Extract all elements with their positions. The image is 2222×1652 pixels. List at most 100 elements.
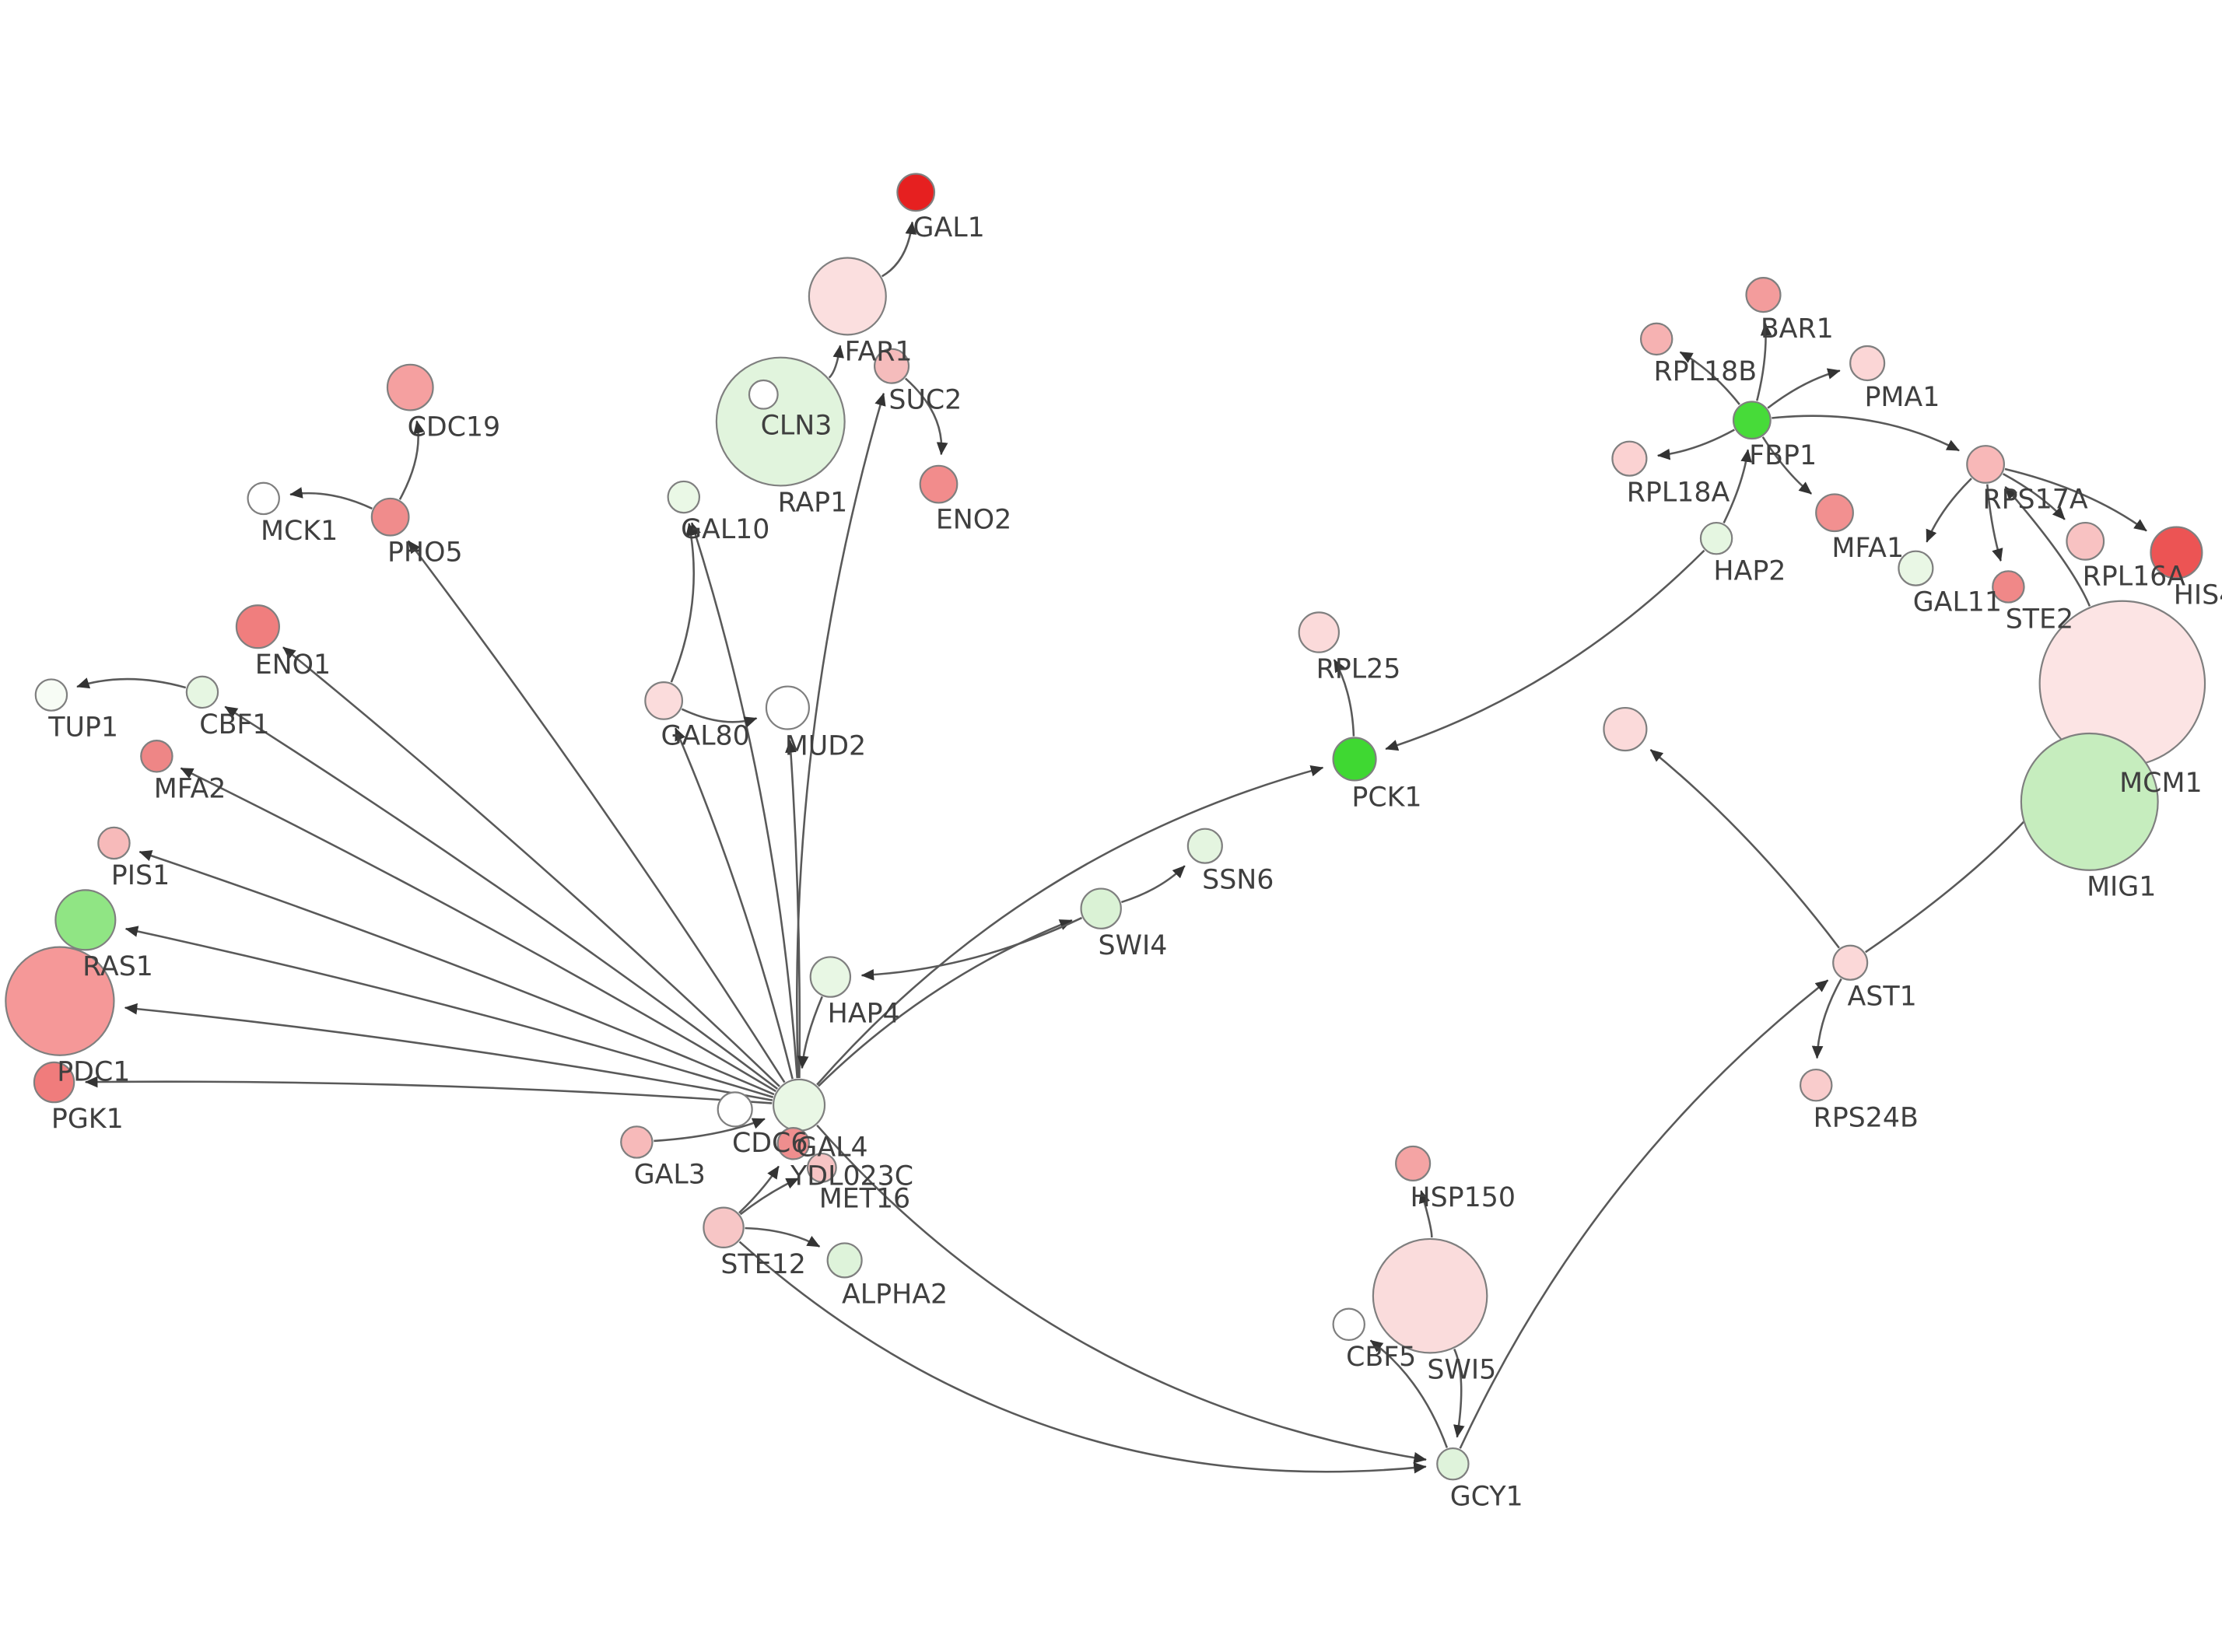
node-ast1[interactable] bbox=[1832, 944, 1869, 981]
node-mfa1[interactable] bbox=[1815, 493, 1854, 533]
edge-swi4-hap4[interactable] bbox=[860, 916, 1083, 981]
edge-gcy1-cbf5[interactable] bbox=[1369, 1339, 1449, 1448]
node-mfa2[interactable] bbox=[140, 740, 173, 773]
node-mck1[interactable] bbox=[247, 481, 280, 516]
edge-ste12-gcy1[interactable] bbox=[738, 1241, 1427, 1474]
edge-gal4-cbf1[interactable] bbox=[224, 705, 779, 1090]
node-rpl25[interactable] bbox=[1298, 611, 1341, 653]
edge-pho5-mck1[interactable] bbox=[289, 487, 373, 510]
node-mud2[interactable] bbox=[765, 685, 810, 730]
node-rpl18a[interactable] bbox=[1611, 440, 1648, 477]
edge-gal4-gcy1[interactable] bbox=[816, 1124, 1427, 1464]
node-gal4[interactable] bbox=[773, 1078, 826, 1132]
node-hsp150[interactable] bbox=[1395, 1145, 1432, 1181]
node-pho5[interactable] bbox=[370, 497, 410, 537]
edge-cbf1-tup1[interactable] bbox=[76, 677, 187, 689]
edge-gal4-pho5[interactable] bbox=[407, 540, 786, 1083]
edge-gal3-gal4[interactable] bbox=[654, 1118, 766, 1143]
node-ydl023c[interactable] bbox=[776, 1127, 810, 1160]
edge-rps17a-gal11[interactable] bbox=[1926, 478, 1972, 543]
edge-swi5-hsp150[interactable] bbox=[1418, 1190, 1433, 1238]
node-pdc1[interactable] bbox=[5, 946, 115, 1056]
node-gal3[interactable] bbox=[620, 1125, 654, 1159]
edge-fbp1-rps17a[interactable] bbox=[1772, 415, 1960, 452]
edge-gal80-mud2[interactable] bbox=[681, 708, 758, 728]
node-ste2[interactable] bbox=[1992, 570, 2025, 604]
edge-fbp1-rpl18a[interactable] bbox=[1656, 429, 1735, 460]
edge-gal4-gal10[interactable] bbox=[689, 522, 798, 1079]
node-ssn6[interactable] bbox=[1186, 828, 1223, 864]
edge-ste12-met16[interactable] bbox=[739, 1177, 800, 1216]
edge-ste12-ydl023c[interactable] bbox=[738, 1165, 780, 1214]
edge-gal80-gal10[interactable] bbox=[670, 523, 697, 683]
node-mig1[interactable] bbox=[2020, 732, 2159, 871]
node-gal10[interactable] bbox=[667, 480, 701, 514]
edge-gal4-swi4[interactable] bbox=[818, 919, 1073, 1087]
edge-rps17a-his4[interactable] bbox=[2004, 467, 2147, 532]
edge-fbp1-bar1[interactable] bbox=[1756, 322, 1772, 401]
edge-rap1-far1[interactable] bbox=[828, 345, 844, 379]
edge-far1-gal1[interactable] bbox=[881, 221, 917, 278]
node-pis1[interactable] bbox=[97, 826, 131, 860]
node-eno1[interactable] bbox=[235, 604, 280, 649]
edge-ast1-rps24b[interactable] bbox=[1811, 978, 1842, 1059]
node-fbp1[interactable] bbox=[1732, 401, 1772, 440]
node-pgk1[interactable] bbox=[33, 1061, 75, 1104]
node-ste12[interactable] bbox=[703, 1206, 745, 1249]
edge-pho5-cdc19[interactable] bbox=[398, 420, 425, 500]
node-unlabeled[interactable] bbox=[1603, 706, 1648, 752]
node-hap2[interactable] bbox=[1699, 521, 1733, 555]
edge-gal4-pis1[interactable] bbox=[138, 850, 775, 1096]
edge-mcm1-rps17a[interactable] bbox=[2004, 486, 2091, 607]
node-ras1[interactable] bbox=[54, 889, 117, 951]
edge-hap2-pck1[interactable] bbox=[1385, 549, 1705, 751]
node-rpl16a[interactable] bbox=[2066, 521, 2105, 561]
node-swi5[interactable] bbox=[1372, 1237, 1488, 1354]
node-hap4[interactable] bbox=[809, 956, 852, 998]
node-gal11[interactable] bbox=[1898, 550, 1934, 586]
node-rps17a[interactable] bbox=[1966, 445, 2005, 484]
edge-gal4-eno1[interactable] bbox=[282, 646, 780, 1087]
node-tup1[interactable] bbox=[34, 678, 68, 712]
edge-swi5-gcy1[interactable] bbox=[1453, 1348, 1465, 1438]
edge-gal4-mfa2[interactable] bbox=[180, 767, 776, 1093]
node-rps24b[interactable] bbox=[1799, 1068, 1833, 1102]
edge-rps17a-ste2[interactable] bbox=[1986, 484, 2003, 562]
edge-hap2-fbp1[interactable] bbox=[1723, 449, 1752, 523]
node-cbf1[interactable] bbox=[185, 675, 219, 709]
node-swi4[interactable] bbox=[1080, 887, 1122, 929]
node-pma1[interactable] bbox=[1849, 345, 1886, 382]
edge-hap4-gal4[interactable] bbox=[797, 996, 823, 1069]
node-bar1[interactable] bbox=[1745, 277, 1782, 313]
node-his4[interactable] bbox=[2150, 526, 2203, 579]
edge-rps17a-rpl16a[interactable] bbox=[2002, 473, 2066, 520]
node-gal1[interactable] bbox=[896, 173, 936, 212]
node-cdc6[interactable] bbox=[717, 1091, 753, 1128]
edge-fbp1-pma1[interactable] bbox=[1767, 368, 1841, 409]
edge-pck1-rpl25[interactable] bbox=[1333, 659, 1355, 737]
node-cln3[interactable] bbox=[748, 379, 779, 410]
node-rap1[interactable] bbox=[715, 356, 846, 487]
edge-fbp1-rpl18b[interactable] bbox=[1679, 351, 1740, 405]
edge-gal4-mud2[interactable] bbox=[785, 740, 801, 1079]
node-eno2[interactable] bbox=[919, 464, 959, 504]
node-cdc19[interactable] bbox=[386, 363, 434, 411]
node-cbf5[interactable] bbox=[1332, 1307, 1365, 1342]
node-met16[interactable] bbox=[806, 1152, 837, 1183]
node-gcy1[interactable] bbox=[1436, 1447, 1470, 1481]
edge-ste12-alpha2[interactable] bbox=[745, 1227, 821, 1248]
edge-gcy1-ast1[interactable] bbox=[1459, 979, 1829, 1449]
edge-gal4-suc2[interactable] bbox=[796, 392, 886, 1079]
edge-suc2-eno2[interactable] bbox=[904, 377, 948, 456]
node-alpha2[interactable] bbox=[826, 1242, 863, 1279]
edge-swi4-ssn6[interactable] bbox=[1120, 865, 1186, 904]
node-suc2[interactable] bbox=[873, 348, 910, 384]
edge-gal4-pdc1[interactable] bbox=[124, 1003, 773, 1101]
edge-gal4-pck1[interactable] bbox=[816, 765, 1324, 1086]
edge-gal4-gal80[interactable] bbox=[674, 727, 794, 1080]
edge-fbp1-mfa1[interactable] bbox=[1761, 436, 1812, 495]
node-far1[interactable] bbox=[808, 257, 887, 336]
node-pck1[interactable] bbox=[1332, 737, 1377, 782]
node-gal80[interactable] bbox=[644, 681, 684, 720]
edge-gal4-ras1[interactable] bbox=[124, 926, 774, 1098]
